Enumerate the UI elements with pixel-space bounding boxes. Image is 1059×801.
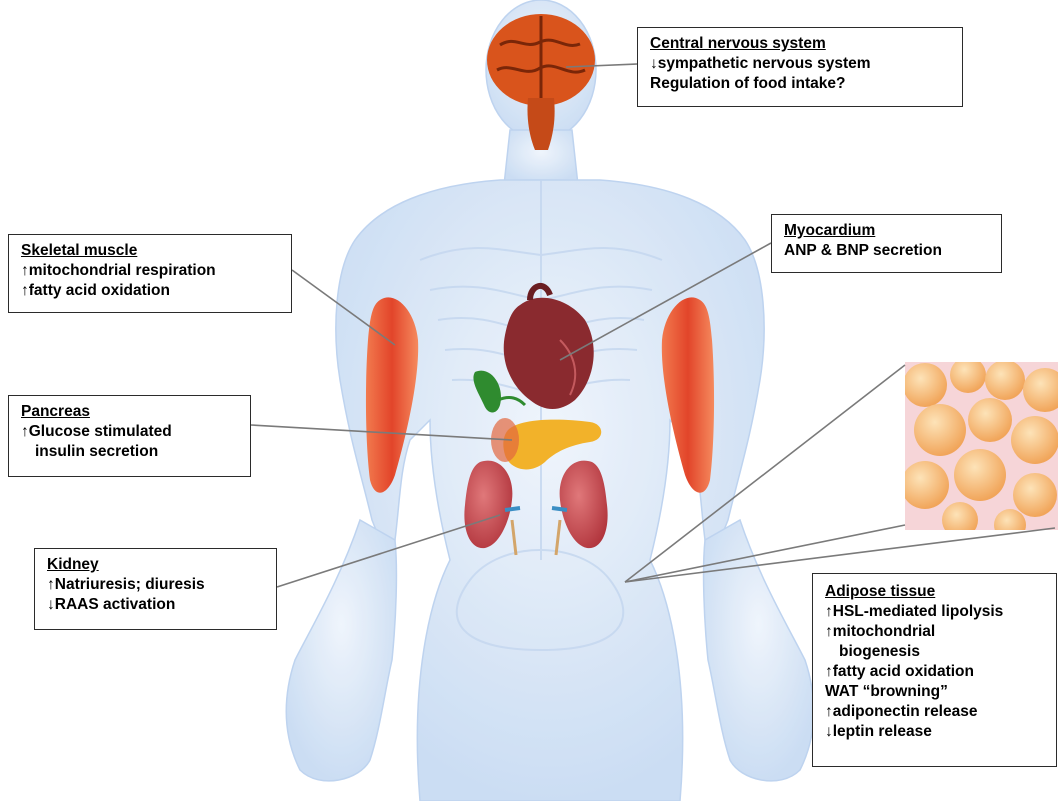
adipose-cells-inset	[901, 357, 1059, 541]
skeletal-muscle-label-box: Skeletal muscle ↑mitochondrial respirati…	[8, 234, 292, 313]
skeletal-muscle-line: ↑fatty acid oxidation	[21, 281, 281, 301]
adipose-tissue-line: ↑adiponectin release	[825, 702, 1046, 722]
cns-line: ↓sympathetic nervous system	[650, 54, 952, 74]
adipose-tissue-line: ↑fatty acid oxidation	[825, 662, 1046, 682]
cns-line: Regulation of food intake?	[650, 74, 952, 94]
myocardium-line: ANP & BNP secretion	[784, 241, 991, 261]
adipose-tissue-line: ↑mitochondrial	[825, 622, 1046, 642]
kidney-title: Kidney	[47, 555, 266, 575]
pancreas-title: Pancreas	[21, 402, 240, 422]
muscle-left-icon	[366, 297, 418, 492]
muscle-right-icon	[662, 297, 714, 492]
myocardium-title: Myocardium	[784, 221, 991, 241]
adipose-tissue-line: ↓leptin release	[825, 722, 1046, 742]
cns-title: Central nervous system	[650, 34, 952, 54]
kidney-line: ↑Natriuresis; diuresis	[47, 575, 266, 595]
skeletal-muscle-line: ↑mitochondrial respiration	[21, 261, 281, 281]
pancreas-line: insulin secretion	[21, 442, 240, 462]
kidney-line: ↓RAAS activation	[47, 595, 266, 615]
adipose-tissue-title: Adipose tissue	[825, 582, 1046, 602]
adipose-tissue-line: biogenesis	[825, 642, 1046, 662]
adipose-tissue-label-box: Adipose tissue ↑HSL-mediated lipolysis ↑…	[812, 573, 1057, 767]
adipose-tissue-line: ↑HSL-mediated lipolysis	[825, 602, 1046, 622]
myocardium-label-box: Myocardium ANP & BNP secretion	[771, 214, 1002, 273]
adipose-tissue-line: WAT “browning”	[825, 682, 1046, 702]
kidney-label-box: Kidney ↑Natriuresis; diuresis ↓RAAS acti…	[34, 548, 277, 630]
brain-icon	[487, 14, 595, 150]
pancreas-label-box: Pancreas ↑Glucose stimulated insulin sec…	[8, 395, 251, 477]
pancreas-line: ↑Glucose stimulated	[21, 422, 240, 442]
cns-label-box: Central nervous system ↓sympathetic nerv…	[637, 27, 963, 107]
skeletal-muscle-title: Skeletal muscle	[21, 241, 281, 261]
